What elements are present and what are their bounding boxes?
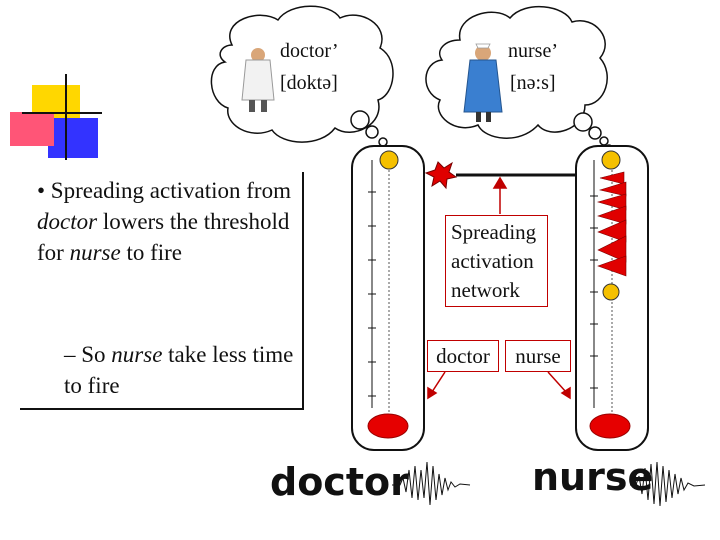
network-word-nurse: nurse	[505, 340, 571, 372]
bullet-sub-part: take less time to fire	[64, 342, 294, 398]
threshold-spikes	[596, 171, 627, 277]
network-label-line: network	[451, 278, 520, 302]
bubble-left-phonetic: [doktə]	[280, 72, 338, 94]
waveform-icon-right	[630, 461, 706, 507]
spoken-word-doctor: doctor	[270, 460, 409, 504]
bullet-frame	[20, 172, 304, 410]
bubble-left-word: doctor’	[280, 40, 339, 62]
bullet-main-emph-nurse: nurse	[69, 240, 121, 265]
network-label-line: activation	[451, 249, 534, 273]
thermometer-right	[575, 145, 649, 451]
bubble-right-word: nurse’	[508, 40, 558, 62]
bullet-sub-part: – So	[64, 342, 112, 367]
bullet-main-part: lowers the threshold for	[37, 209, 290, 265]
thermometer-left	[351, 145, 425, 451]
bullet-main-emph-doctor: doctor	[37, 209, 98, 234]
waveform-icon	[392, 461, 471, 506]
network-label-line: Spreading	[451, 220, 537, 244]
nurse-figure-icon	[463, 43, 503, 122]
network-arrows	[427, 176, 571, 400]
network-label-box: Spreading activation network	[445, 215, 548, 307]
spark-icon	[424, 161, 458, 190]
bullet-main-part: • Spreading activation from	[37, 178, 291, 203]
corner-squares-decoration	[10, 74, 102, 160]
doctor-figure-icon	[241, 48, 275, 112]
bullet-main-part: to fire	[120, 240, 183, 265]
bullet-sub: – So nurse take less time to fire	[64, 339, 304, 401]
bubble-right-phonetic: [nə:s]	[510, 72, 556, 94]
spoken-word-nurse: nurse	[532, 455, 654, 499]
bullet-sub-emph-nurse: nurse	[111, 342, 163, 367]
network-word-doctor: doctor	[427, 340, 499, 372]
bullet-main: • Spreading activation from doctor lower…	[37, 175, 307, 268]
